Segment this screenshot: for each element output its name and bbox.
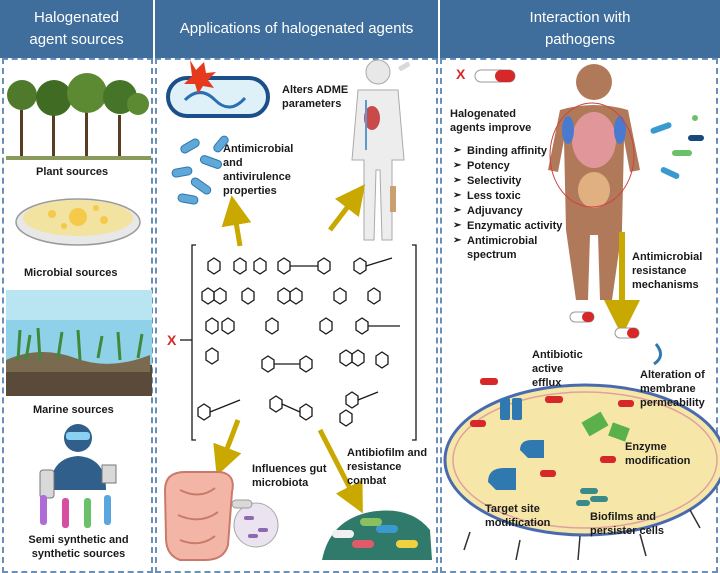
list-item: Adjuvancy <box>453 204 563 218</box>
cell-illustration <box>443 378 720 561</box>
list-item: Potency <box>453 159 563 173</box>
improvement-list: Binding affinity Potency Selectivity Les… <box>453 144 563 263</box>
list-item: Enzymatic activity <box>453 219 563 233</box>
label-microbial-sources: Microbial sources <box>24 267 118 279</box>
petri-dish-illustration <box>15 198 141 246</box>
label-improve-title: Halogenated agents improve <box>450 108 532 134</box>
header-interaction-text: Interaction with pathogens <box>529 9 631 48</box>
label-biofilms: Biofilms and persister cells <box>590 511 664 537</box>
application-arrows <box>213 184 366 514</box>
label-enzyme: Enzyme modification <box>625 441 691 467</box>
list-item: Selectivity <box>453 174 563 188</box>
header-sources: Halogenated agent sources <box>0 0 153 58</box>
header-interaction: Interaction with pathogens <box>440 0 720 58</box>
label-permeability: Alteration of membrane permeability <box>640 369 705 409</box>
gut-illustration <box>163 471 279 561</box>
list-item: Less toxic <box>453 189 563 203</box>
human-adme-illustration <box>351 59 410 241</box>
marine-illustration <box>6 290 152 396</box>
label-plant-sources: Plant sources <box>36 166 109 178</box>
list-item: Antimicrobial spectrum <box>453 234 563 262</box>
label-efflux: Antibiotic active efflux <box>532 349 583 389</box>
trees-illustration <box>6 73 151 160</box>
halogen-marker-interaction: X <box>456 66 466 82</box>
pill-pile-illustration <box>322 510 432 560</box>
header-sources-text: Halogenated agent sources <box>29 9 124 48</box>
label-adme: Alters ADME parameters <box>282 84 349 110</box>
label-target-site: Target site modification <box>485 503 551 529</box>
label-antimicrobial: Antimicrobial and antivirulence properti… <box>223 143 294 197</box>
list-item: Binding affinity <box>453 144 563 158</box>
scientist-illustration <box>39 424 117 528</box>
label-resistance-mechanisms: Antimicrobial resistance mechanisms <box>632 251 703 291</box>
halogen-marker-applications: X <box>167 332 177 348</box>
human-body-illustration <box>548 64 640 300</box>
chemical-structures <box>180 244 417 441</box>
bacteria-cluster-illustration <box>171 135 229 205</box>
capsule-illustration <box>474 69 516 83</box>
label-synthetic-sources: Semi synthetic and synthetic sources <box>28 534 129 560</box>
bacterium-illustration <box>166 60 270 118</box>
header-applications-text: Applications of halogenated agents <box>179 20 414 37</box>
pathogens-illustration <box>650 115 704 179</box>
label-antibiofilm: Antibiofilm and resistance combat <box>347 447 428 487</box>
header-applications: Applications of halogenated agents <box>155 0 438 58</box>
label-gut-microbiota: Influences gut microbiota <box>252 463 327 489</box>
capsules-resistance <box>569 311 662 366</box>
label-marine-sources: Marine sources <box>33 404 114 416</box>
